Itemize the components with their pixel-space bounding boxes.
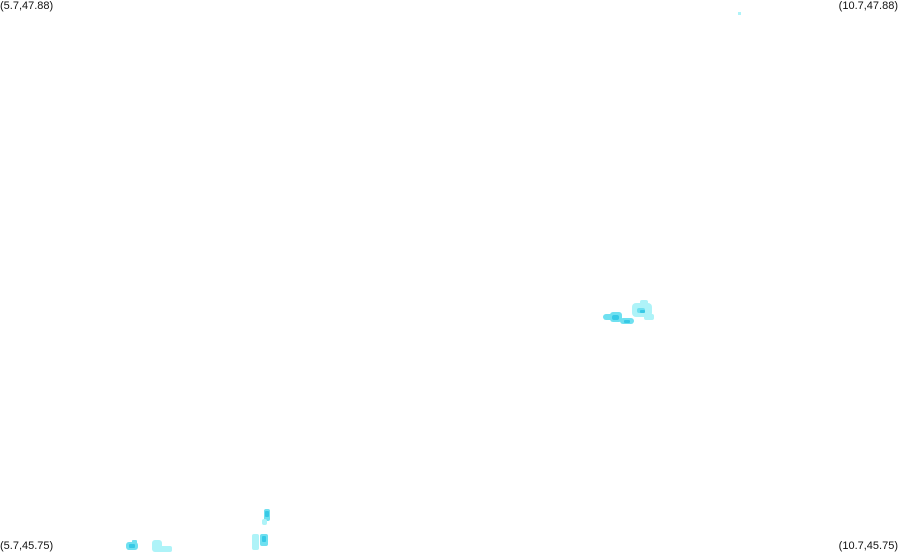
corner-coordinate-top-right: (10.7,47.88) [838,0,898,12]
echo-cell [624,320,630,323]
corner-coordinate-bottom-left: (5.7,45.75) [0,540,54,552]
echo-cluster-bottom-center [252,509,270,550]
echo-cell [640,300,648,306]
echo-cell [612,315,619,320]
corner-coordinate-bottom-right: (10.7,45.75) [838,540,898,552]
echo-cell [129,544,135,548]
echo-cluster-top-right [738,12,741,15]
echo-cluster-bottom-left [126,540,172,552]
echo-cell [252,534,259,550]
echo-cell [265,511,269,517]
echo-cell [640,310,645,313]
echo-cell [156,546,172,552]
echo-cell [738,12,741,15]
echo-cell [644,314,654,320]
echo-cell [262,519,267,525]
corner-coordinate-top-left: (5.7,47.88) [0,0,54,12]
echo-cell [262,536,266,542]
echo-cluster-center-right [603,300,654,324]
echo-cell [132,540,137,544]
